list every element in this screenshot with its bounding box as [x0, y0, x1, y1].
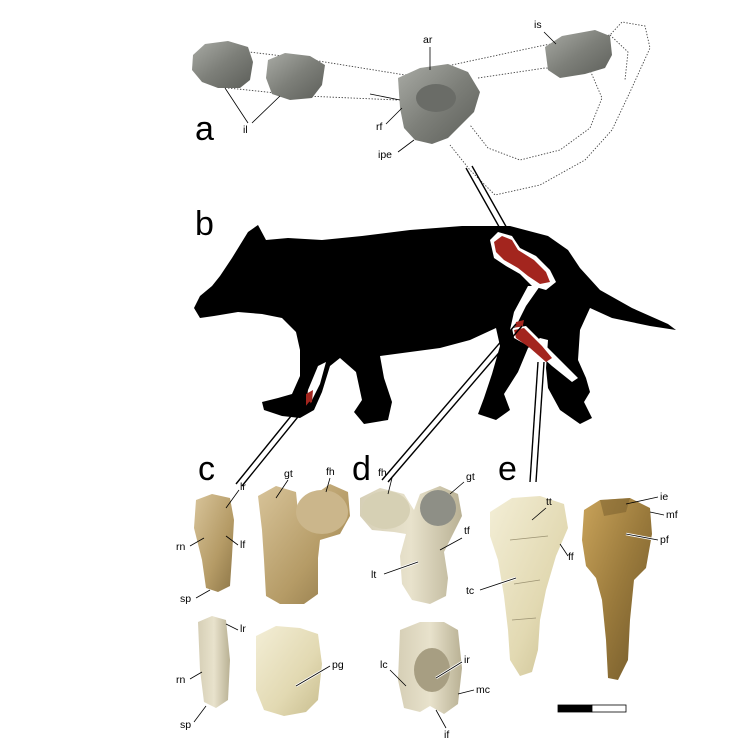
femoral-head-d	[362, 491, 410, 529]
label-d-mc: mc	[476, 684, 490, 696]
leader-c-gt	[275, 479, 289, 499]
leader-c-lr-bottom	[225, 623, 239, 631]
label-c-rn-top: rn	[176, 541, 185, 553]
leader-c-fh	[325, 477, 331, 493]
leader-c-sp-bottom	[193, 705, 207, 723]
scale-bar-black-segment	[557, 704, 593, 713]
label-d-lt: lt	[371, 569, 376, 581]
panel-d: d fh gt tf lt lc ir mc if	[352, 450, 490, 741]
panel-label-c: c	[198, 450, 215, 488]
pelvis-outline	[214, 21, 651, 196]
humerus-distal	[256, 626, 322, 716]
leader-rf	[385, 107, 403, 125]
label-il: il	[243, 124, 248, 136]
ilium-fragment-left	[192, 41, 253, 88]
leader-e-ie	[625, 496, 659, 505]
leader-e-mf	[649, 511, 665, 516]
leader-e-ff	[559, 543, 569, 557]
scale-bar-white-segment	[591, 704, 627, 713]
forelimb-highlight	[306, 390, 313, 406]
femur-bone	[510, 286, 540, 330]
panel-label-e: e	[498, 450, 517, 488]
leader-d-if	[435, 709, 447, 729]
leader-c-pg	[295, 665, 331, 687]
leader-c-rn-bottom	[189, 671, 203, 680]
tibia-e-crack-1	[509, 535, 549, 621]
leader-c-lr-top	[225, 489, 240, 509]
label-c-pg: pg	[332, 659, 344, 671]
label-ipe: ipe	[378, 149, 392, 161]
radius-distal	[198, 616, 230, 708]
panel-b: b	[194, 165, 676, 487]
panel-a: a il ar is rf ipe	[192, 19, 651, 196]
pointer-a-to-b	[465, 165, 509, 233]
pointer-b-to-e	[529, 361, 545, 483]
leader-is	[543, 31, 557, 45]
label-c-gt: gt	[284, 468, 293, 480]
label-is: is	[534, 19, 542, 31]
label-e-ie: ie	[660, 491, 668, 503]
panel-label-a: a	[195, 110, 214, 148]
leader-il	[224, 87, 281, 124]
leader-e-pf	[625, 533, 659, 541]
femoral-head-c	[296, 490, 348, 534]
label-c-sp-bottom: sp	[180, 719, 191, 731]
label-e-tc: tc	[466, 585, 474, 597]
leader-ipe	[397, 139, 415, 153]
label-d-if: if	[444, 729, 449, 741]
tibia-e	[490, 496, 568, 676]
tibia-proximal-e	[582, 498, 652, 680]
radius-proximal	[194, 494, 234, 592]
tibia-red	[514, 328, 552, 362]
leader-d-tf	[439, 537, 463, 551]
label-ar: ar	[423, 34, 433, 46]
leader-d-ir	[435, 661, 463, 679]
label-e-pf: pf	[660, 534, 669, 546]
panel-label-b: b	[195, 205, 214, 243]
label-e-mf: mf	[666, 509, 678, 521]
leader-d-lt	[383, 561, 419, 575]
ischium-fragment	[545, 30, 612, 78]
label-c-lr-top: lr	[240, 481, 246, 493]
leader-c-sp-top	[195, 589, 211, 599]
leader-d-fh	[387, 477, 393, 495]
intercondylar-region	[414, 648, 450, 692]
label-d-lc: lc	[380, 659, 388, 671]
pelvis-red	[494, 236, 550, 284]
leader-rf-upper	[369, 93, 401, 101]
label-e-tt: tt	[546, 496, 552, 508]
leader-d-mc	[457, 689, 475, 695]
panel-e: e tt ff tc ie mf pf	[466, 450, 678, 680]
ilium-fragment-right	[266, 53, 325, 100]
greater-trochanter-d	[420, 490, 456, 526]
thylacine-silhouette	[194, 225, 676, 424]
scale-bar	[557, 704, 627, 713]
leader-d-lc	[389, 669, 407, 687]
pointer-b-to-c	[235, 399, 311, 487]
pointer-b-to-d	[381, 323, 523, 483]
leader-e-tt	[531, 507, 547, 521]
leader-d-gt	[449, 481, 465, 495]
label-d-gt: gt	[466, 471, 475, 483]
label-e-ff: ff	[568, 551, 574, 563]
leader-c-rn-top	[189, 537, 205, 547]
leader-c-lf	[225, 535, 239, 546]
label-c-lr-bottom: lr	[240, 623, 246, 635]
tibia-proximal-e-shadow	[600, 498, 630, 516]
label-d-tf: tf	[464, 525, 470, 537]
acetabular-fossa	[416, 84, 456, 112]
panel-label-d: d	[352, 450, 371, 488]
label-rf: rf	[376, 121, 382, 133]
label-c-lf: lf	[240, 539, 245, 551]
label-c-rn-bottom: rn	[176, 674, 185, 686]
leader-e-tc	[479, 577, 517, 591]
label-c-sp-top: sp	[180, 593, 191, 605]
label-c-fh: fh	[326, 466, 335, 478]
panel-c: c lr rn lf sp lr rn sp gt fh pg	[176, 450, 350, 731]
label-d-ir: ir	[464, 654, 470, 666]
label-d-fh: fh	[378, 467, 387, 479]
